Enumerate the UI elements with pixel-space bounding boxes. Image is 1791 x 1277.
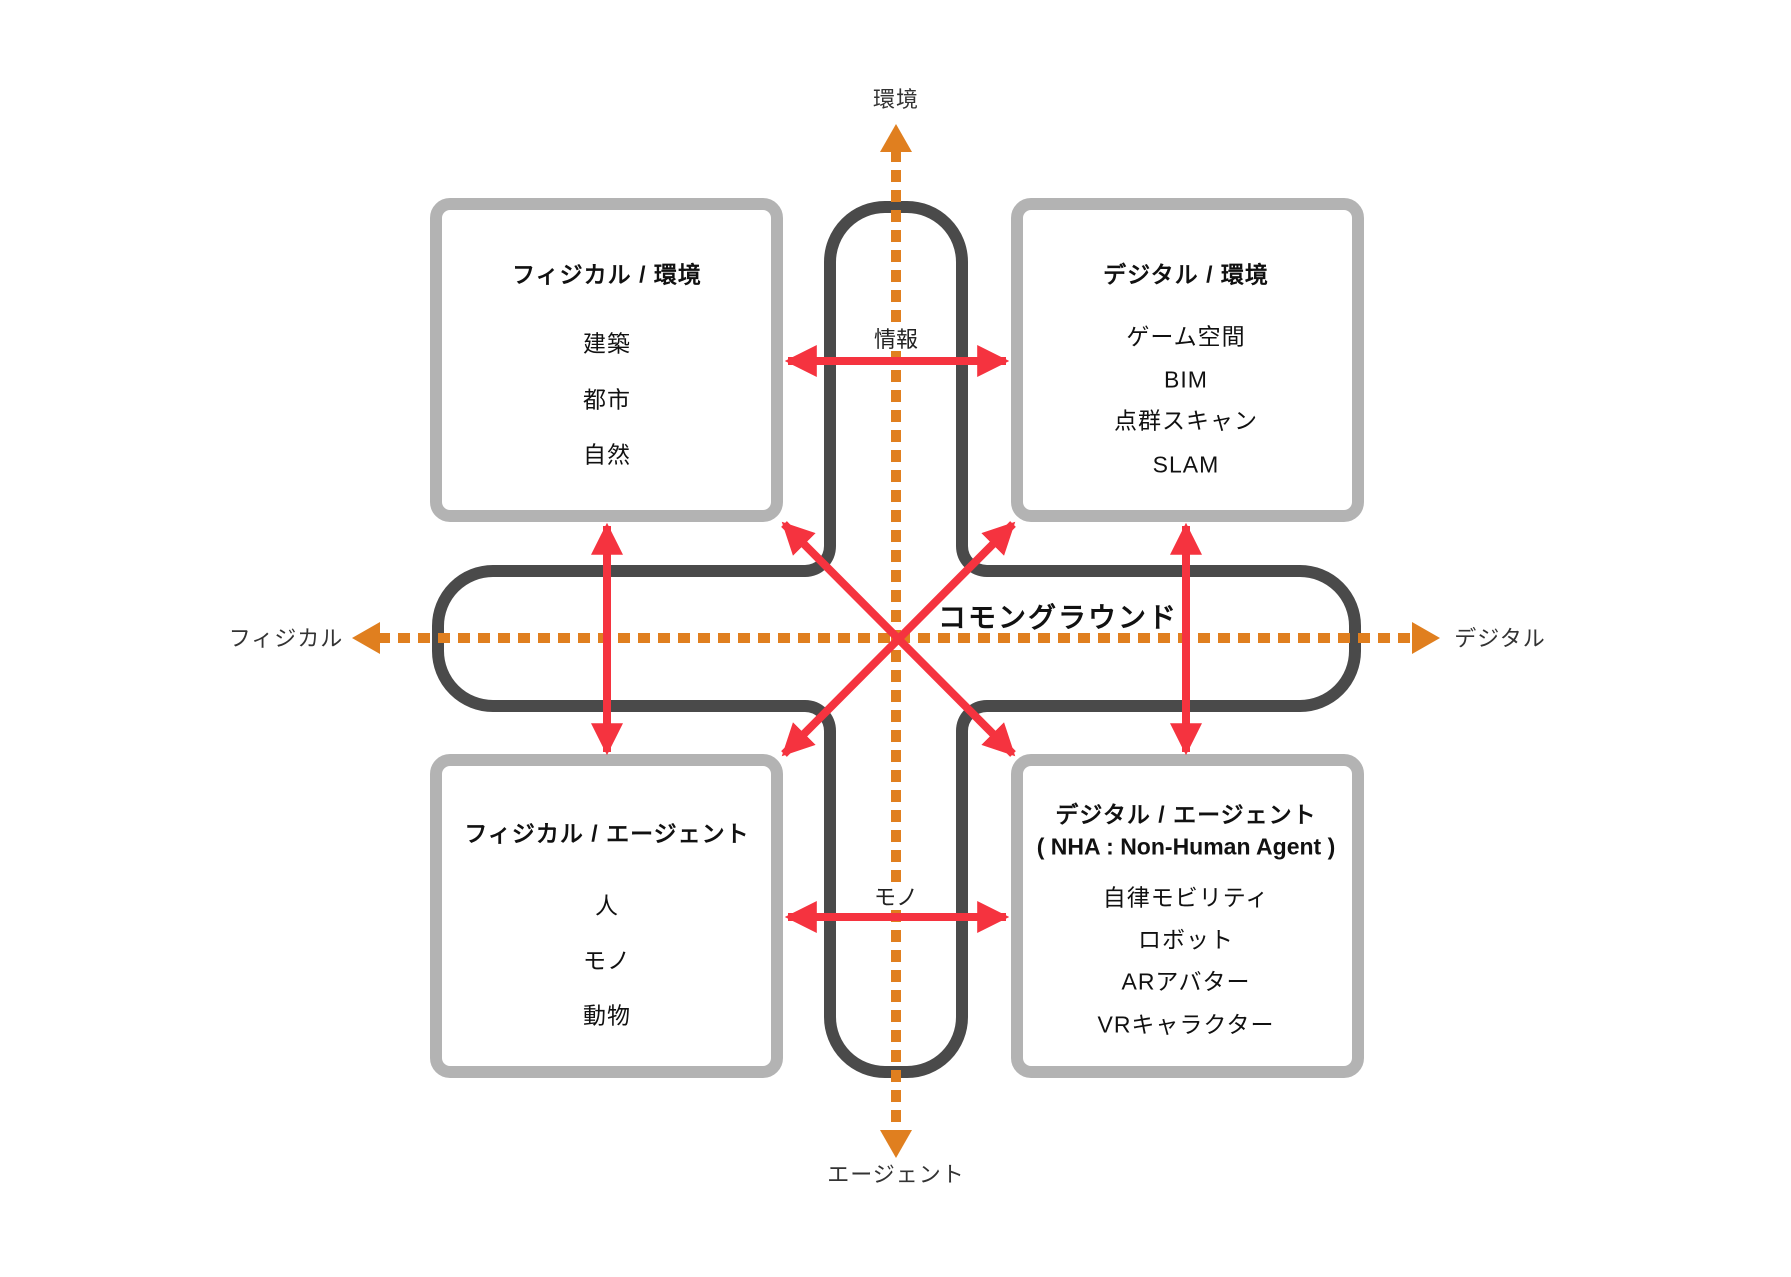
axis-label-digital: デジタル [1454,626,1546,651]
list-item: 建築 [583,330,631,357]
quadrant-title-digital-agent: デジタル / エージェント [1055,801,1317,828]
flow-arrow-diagonal-2 [781,521,1016,757]
axis-label-environment: 環境 [872,87,920,112]
list-item: 人 [595,892,619,919]
axis-label-physical: フィジカル [228,626,344,651]
axis-left-arrowhead [352,622,380,654]
list-item: ロボット [1138,926,1234,953]
list-item: 自然 [583,441,631,468]
box-digital-agent [1011,754,1364,1078]
flow-label-things: モノ [871,885,921,910]
list-item: 自律モビリティ [1102,884,1270,911]
quadrant-title-physical-environment: フィジカル / 環境 [512,261,702,288]
flow-label-information: 情報 [871,327,921,352]
list-item: モノ [583,947,631,974]
box-physical-environment [430,198,783,522]
axis-right-arrowhead [1412,622,1440,654]
list-item: VRキャラクター [1097,1011,1275,1038]
list-item: SLAM [1152,451,1220,478]
common-ground-outline [432,201,1361,1078]
common-ground-label: コモングラウンド [937,602,1179,633]
list-item: ARアバター [1121,968,1251,995]
list-item: 点群スキャン [1114,407,1258,434]
list-item: 動物 [583,1002,631,1029]
quadrant-title-physical-agent: フィジカル / エージェント [464,820,750,847]
quadrant-title-digital-environment: デジタル / 環境 [1103,261,1269,288]
axis-label-agent: エージェント [827,1162,965,1187]
axis-top-arrowhead [880,124,912,152]
list-item: BIM [1164,366,1208,393]
quadrant-subtitle-digital-agent: ( NHA : Non-Human Agent ) [1036,833,1336,860]
list-item: ゲーム空間 [1126,323,1246,350]
axis-bottom-arrowhead [880,1130,912,1158]
list-item: 都市 [583,386,631,413]
box-physical-agent [430,754,783,1078]
box-digital-environment [1011,198,1364,522]
